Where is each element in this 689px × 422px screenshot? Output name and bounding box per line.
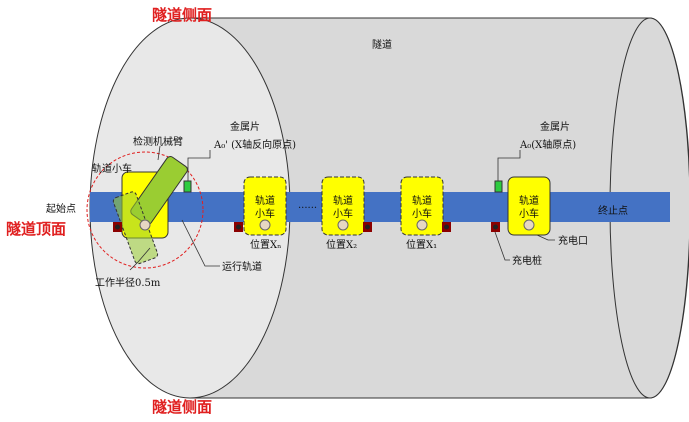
rail [90,192,670,222]
cart-2-text-1: 轨道 [333,194,353,207]
tunnel-label: 隧道 [372,38,392,51]
cart-1 [400,176,451,236]
cart-1-text-2: 小车 [412,207,432,220]
charge-pile-label: 充电桩 [512,254,542,267]
leader-lines [129,145,555,271]
arm [112,156,188,265]
charge-pile-left-dot [115,224,120,230]
cart-n-text-1: 轨道 [255,194,275,207]
cart-left-port [139,219,151,231]
pos-n-label: 位置Xₙ [250,238,281,251]
work-radius-circle [86,151,204,269]
cart-2 [321,176,372,236]
metal-sheet-right [494,180,503,193]
track-label: 运行轨道 [222,260,262,273]
cart-n-text-2: 小车 [255,207,275,220]
cart-2-text-2: 小车 [333,207,353,220]
side-top-label: 隧道侧面 [152,6,212,24]
cart-left-label: 轨道小车 [92,162,132,175]
origin-rev-label: A₀' (X轴反向原点) [213,138,296,151]
metal-right-label: 金属片 [540,120,570,133]
side-bottom-label: 隧道侧面 [152,398,212,416]
cart-right [491,176,551,236]
cart-right-text-1: 轨道 [519,194,539,207]
start-label: 起始点 [46,202,76,215]
pos-1-label: 位置X₁ [406,238,437,251]
cart-1-text-1: 轨道 [412,194,432,207]
dots-label: ...... [298,200,317,211]
end-label: 终止点 [598,204,628,217]
cart-n [234,176,287,236]
radius-label: 工作半径0.5m [95,276,161,289]
arm-label: 检测机械臂 [133,135,183,148]
metal-left-label: 金属片 [230,120,260,133]
cart-right-text-2: 小车 [519,207,539,220]
tunnel-top-label: 隧道顶面 [6,220,66,238]
metal-sheet-left [183,180,192,193]
pos-2-label: 位置X₂ [326,238,357,251]
charge-port-label: 充电口 [558,234,588,247]
origin-label: A₀(X轴原点) [519,138,576,151]
